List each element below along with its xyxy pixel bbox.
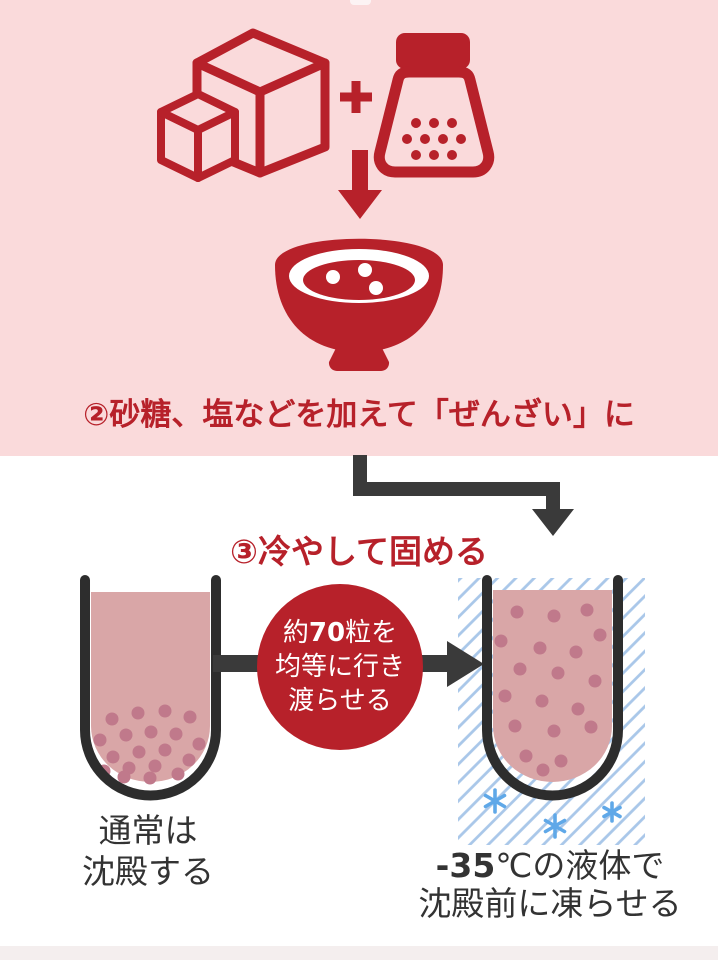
plus-icon [340,81,372,113]
tube-normal-caption-line1: 通常は [98,811,198,850]
top-notch [350,0,371,5]
tube-frozen-caption-line2: 沈殿前に凍らせる [418,884,682,923]
frozen-test-tube [482,575,623,801]
callout-line2: 均等に行き [274,652,405,682]
snowflake-icon [543,813,567,839]
snowflake-icon [483,788,507,814]
callout-circle [257,584,423,750]
tube-normal-caption: 通常は 沈殿する [28,810,268,892]
snowflake-icon [602,801,622,823]
zenzai-bowl-icon [275,238,443,372]
callout-line3: 渡らせる [288,686,392,716]
sugar-cubes-icon [157,28,330,182]
elbow-arrow-icon [353,455,574,536]
salt-shaker-icon [373,33,495,178]
step3-heading: ③冷やして固める [230,532,488,571]
down-arrow-icon [338,150,382,219]
callout-line1: 約70粒を [282,618,398,648]
normal-test-tube [80,575,221,801]
pink-background-band [0,0,718,456]
tube-normal-caption-line2: 沈殿する [82,852,214,891]
tube-frozen-caption: -35℃の液体で 沈殿前に凍らせる [392,847,708,923]
bottom-strip [0,946,718,960]
callout-text: 約70粒を 均等に行き 渡らせる [245,611,435,723]
step2-heading: ②砂糖、塩などを加えて「ぜんざい」に [83,397,635,433]
tube-frozen-caption-line1: -35℃の液体で [435,846,665,885]
